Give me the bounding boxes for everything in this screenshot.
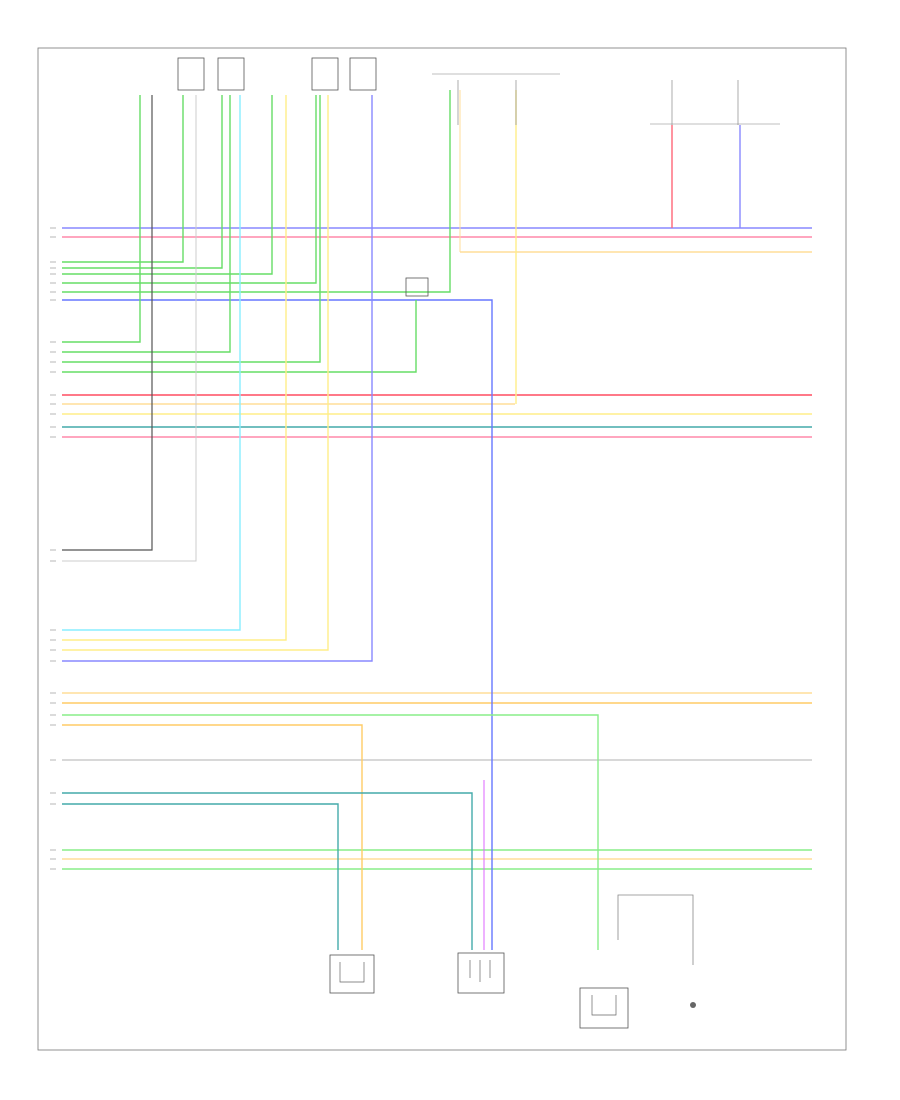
splice-box (405, 277, 429, 297)
bottom-components (329, 894, 696, 1029)
wire (62, 724, 363, 950)
ground-wire (617, 894, 694, 965)
wire (62, 792, 473, 950)
wire (62, 90, 451, 293)
wire-harness (62, 90, 812, 950)
wire (62, 300, 417, 373)
wire (62, 95, 197, 562)
wire (62, 95, 321, 363)
switch-component (579, 987, 629, 1029)
module-component (457, 952, 505, 994)
wire (62, 95, 231, 353)
diagram-frame (37, 47, 847, 1051)
left-pin-marks (50, 227, 56, 870)
wire (62, 95, 241, 631)
top-connectors (177, 57, 377, 91)
sensor-symbol (339, 962, 365, 983)
connector-box (177, 57, 205, 91)
connector-box (311, 57, 339, 91)
ground-point (690, 1002, 696, 1008)
wire (62, 803, 339, 950)
connector-box (217, 57, 245, 91)
wire (62, 95, 141, 343)
wire (62, 95, 223, 269)
wire (62, 95, 329, 651)
module-symbol (469, 960, 491, 982)
wire (62, 714, 599, 950)
fuse-area (405, 73, 780, 297)
wire (62, 95, 273, 275)
wire (62, 95, 287, 641)
wire (62, 299, 493, 950)
connector-box (349, 57, 377, 91)
sensor-component (329, 954, 375, 994)
wire (62, 95, 184, 263)
switch-symbol (591, 995, 617, 1016)
wire (62, 95, 317, 284)
wire (62, 95, 153, 551)
wire (62, 95, 373, 662)
